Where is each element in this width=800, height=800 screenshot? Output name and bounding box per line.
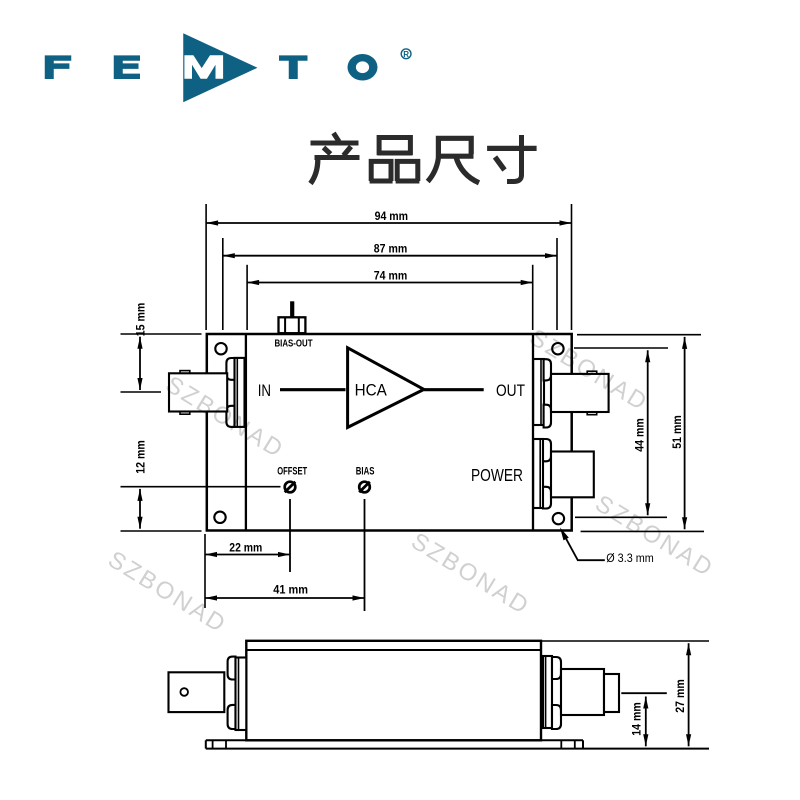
svg-text:HCA: HCA	[355, 381, 387, 399]
svg-text:22 mm: 22 mm	[229, 543, 262, 555]
svg-text:12 mm: 12 mm	[135, 440, 147, 473]
svg-text:41 mm: 41 mm	[273, 585, 308, 597]
svg-text:74 mm: 74 mm	[374, 271, 407, 283]
svg-text:15 mm: 15 mm	[135, 303, 147, 336]
svg-text:IN: IN	[258, 381, 271, 400]
svg-text:27 mm: 27 mm	[675, 679, 687, 712]
svg-text:94 mm: 94 mm	[375, 211, 408, 223]
svg-text:POWER: POWER	[471, 465, 523, 485]
svg-text:87 mm: 87 mm	[374, 244, 407, 256]
svg-text:BIAS: BIAS	[356, 466, 375, 478]
svg-text:SZBONAD: SZBONAD	[103, 546, 232, 639]
svg-text:R: R	[403, 50, 409, 59]
svg-text:Ø 3.3 mm: Ø 3.3 mm	[606, 553, 654, 565]
svg-text:51 mm: 51 mm	[672, 415, 684, 448]
svg-text:44 mm: 44 mm	[634, 418, 646, 451]
svg-text:14 mm: 14 mm	[632, 702, 644, 735]
svg-text:SZBONAD: SZBONAD	[406, 528, 535, 621]
svg-text:OFFSET: OFFSET	[277, 466, 307, 478]
svg-text:BIAS-OUT: BIAS-OUT	[275, 338, 313, 349]
svg-text:OUT: OUT	[496, 381, 525, 400]
svg-text:SZBONAD: SZBONAD	[590, 490, 719, 583]
